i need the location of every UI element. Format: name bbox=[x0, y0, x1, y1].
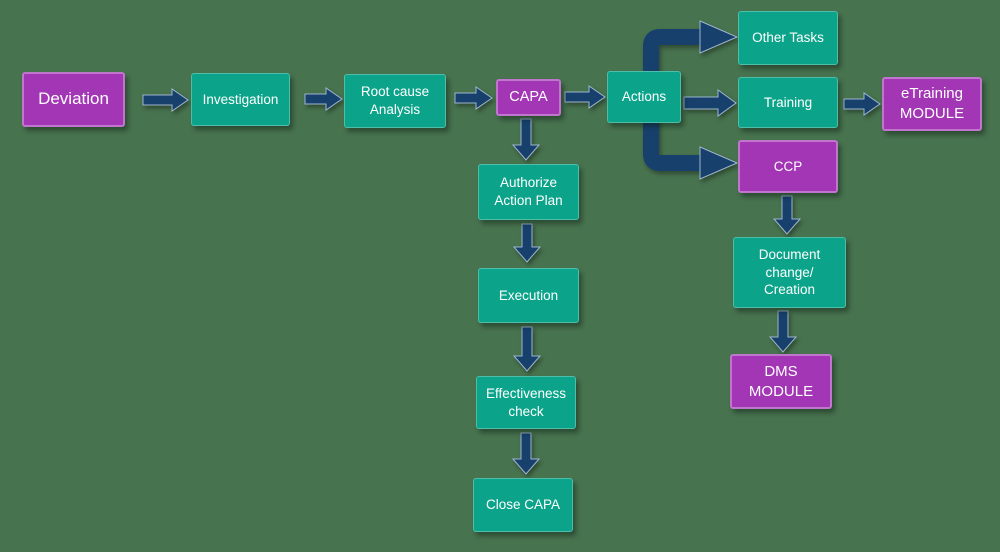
node-training: Training bbox=[738, 77, 838, 128]
node-effectiveness-check-label: Effectiveness check bbox=[485, 385, 567, 419]
node-deviation-label: Deviation bbox=[38, 89, 109, 109]
node-capa-label: CAPA bbox=[509, 88, 548, 105]
arrow-actions-to-training bbox=[683, 89, 737, 117]
arrow-training-to-etraining-module bbox=[843, 92, 881, 116]
node-root-cause-analysis-label: Root cause Analysis bbox=[360, 84, 430, 117]
node-dms-module-label: DMS MODULE bbox=[748, 362, 814, 400]
arrow-document-change-to-dms bbox=[768, 310, 798, 353]
arrow-authorize-to-execution bbox=[512, 223, 542, 263]
node-document-change-creation: Document change/ Creation bbox=[733, 237, 846, 308]
node-dms-module: DMS MODULE bbox=[730, 354, 832, 409]
node-deviation: Deviation bbox=[22, 72, 125, 127]
arrow-investigation-to-root-cause bbox=[304, 87, 343, 111]
node-training-label: Training bbox=[763, 94, 813, 110]
node-other-tasks-label: Other Tasks bbox=[752, 30, 824, 46]
arrow-execution-to-effectiveness bbox=[512, 326, 542, 372]
node-etraining-module: eTraining MODULE bbox=[882, 77, 982, 131]
node-execution: Execution bbox=[478, 268, 579, 323]
node-ccp-label: CCP bbox=[773, 158, 803, 174]
arrow-actions-to-other-tasks-head bbox=[699, 20, 739, 54]
node-effectiveness-check: Effectiveness check bbox=[476, 376, 576, 429]
arrow-ccp-to-document-change bbox=[772, 195, 802, 235]
node-investigation-label: Investigation bbox=[202, 91, 279, 107]
arrow-capa-to-authorize bbox=[511, 118, 541, 161]
node-actions: Actions bbox=[607, 71, 681, 123]
arrow-root-cause-to-capa bbox=[454, 86, 493, 110]
node-etraining-module-label: eTraining MODULE bbox=[899, 85, 965, 122]
node-close-capa-label: Close CAPA bbox=[485, 497, 561, 513]
node-authorize-action-plan-label: Authorize Action Plan bbox=[494, 175, 563, 208]
node-root-cause-analysis: Root cause Analysis bbox=[344, 74, 446, 128]
arrow-deviation-to-investigation bbox=[142, 88, 189, 112]
node-execution-label: Execution bbox=[498, 287, 559, 303]
node-close-capa: Close CAPA bbox=[473, 478, 573, 532]
node-other-tasks: Other Tasks bbox=[738, 11, 838, 65]
node-document-change-creation-label: Document change/ Creation bbox=[758, 246, 821, 298]
node-capa: CAPA bbox=[496, 79, 561, 116]
node-actions-label: Actions bbox=[621, 89, 667, 105]
arrow-effectiveness-to-close-capa bbox=[511, 432, 541, 475]
arrow-actions-to-ccp-head bbox=[699, 146, 739, 180]
node-investigation: Investigation bbox=[191, 73, 290, 126]
arrow-capa-to-actions bbox=[564, 85, 606, 109]
node-ccp: CCP bbox=[738, 140, 838, 193]
node-authorize-action-plan: Authorize Action Plan bbox=[478, 164, 579, 220]
